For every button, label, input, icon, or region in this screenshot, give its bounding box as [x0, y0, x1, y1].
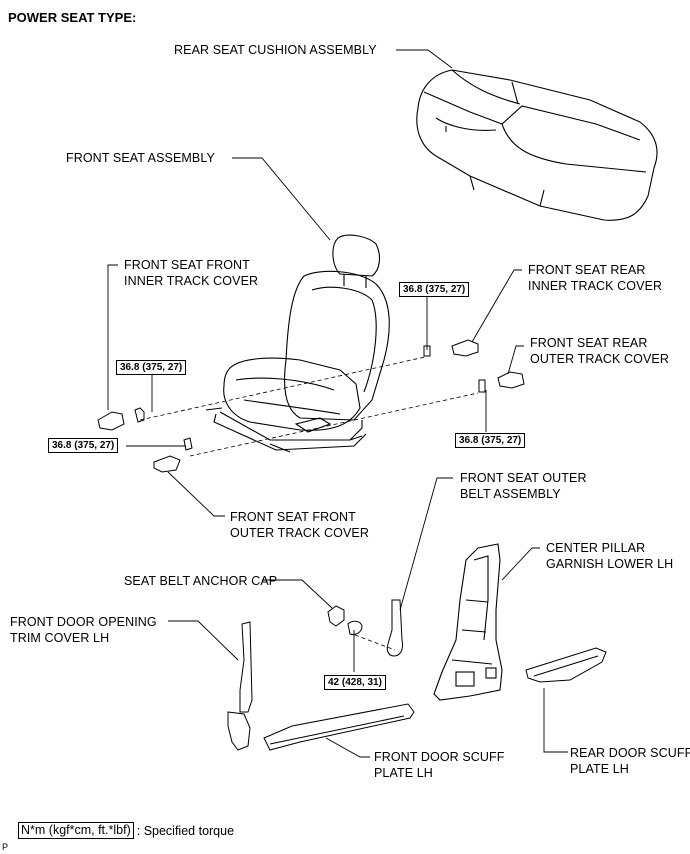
- torque-value-rear-inner-bolt: 36.8 (375, 27): [399, 282, 470, 297]
- leader-front-outer-cover: [167, 471, 225, 517]
- torque-legend: N*m (kgf*cm, ft.*lbf) : Specified torque: [18, 822, 234, 839]
- label-rear-scuff-line1: REAR DOOR SCUFF: [570, 746, 690, 760]
- leader-center-pillar: [501, 547, 540, 581]
- leader-front-scuff: [325, 737, 370, 758]
- seat-belt-drawing: [327, 599, 403, 657]
- leader-front-seat: [232, 157, 331, 241]
- label-outer-belt-line1: FRONT SEAT OUTER: [460, 471, 587, 485]
- bolt-3: [183, 437, 193, 451]
- rear-outer-track-cover-shape: [497, 371, 525, 389]
- label-front-inner-track-cover-line2: INNER TRACK COVER: [124, 274, 259, 288]
- front-outer-track-cover-shape: [153, 455, 181, 473]
- label-rear-outer-track-cover-line1: FRONT SEAT REAR: [530, 336, 648, 350]
- figure-code: P: [2, 842, 9, 852]
- leader-rear-scuff: [543, 688, 568, 753]
- label-front-scuff-line1: FRONT DOOR SCUFF: [374, 750, 505, 764]
- leader-rear-cushion: [396, 49, 453, 69]
- legend-text: : Specified torque: [136, 823, 235, 838]
- label-front-seat-assembly: FRONT SEAT ASSEMBLY: [66, 151, 215, 165]
- label-anchor-cap: SEAT BELT ANCHOR CAP: [124, 574, 278, 588]
- label-door-trim-line1: FRONT DOOR OPENING: [10, 615, 157, 629]
- label-door-trim-line2: TRIM COVER LH: [10, 631, 110, 645]
- bolt-2: [423, 345, 431, 357]
- torque-value-front-outer-bolt: 36.8 (375, 27): [48, 438, 119, 453]
- bolt-4: [478, 379, 486, 393]
- label-rear-inner-track-cover-line1: FRONT SEAT REAR: [528, 263, 646, 277]
- label-front-scuff-line2: PLATE LH: [374, 766, 433, 780]
- label-center-pillar-line2: GARNISH LOWER LH: [546, 557, 674, 571]
- scuff-plates-drawing: [263, 647, 607, 751]
- torque-value-front-inner-bolt: 36.8 (375, 27): [116, 360, 187, 375]
- leader-door-trim: [168, 620, 239, 661]
- track-covers-drawing: [97, 339, 525, 473]
- dashed-lines: [139, 356, 479, 651]
- leader-anchor-cap: [262, 579, 333, 609]
- leader-rear-outer-cover: [507, 345, 524, 375]
- front-inner-track-cover-shape: [97, 411, 125, 431]
- anchor-bolt-shape: [347, 620, 363, 635]
- label-front-inner-track-cover-line1: FRONT SEAT FRONT: [124, 258, 250, 272]
- rear-inner-track-cover-shape: [451, 339, 479, 357]
- anchor-cap-shape: [327, 605, 345, 627]
- label-rear-seat-cushion: REAR SEAT CUSHION ASSEMBLY: [174, 43, 377, 57]
- label-rear-outer-track-cover-line2: OUTER TRACK COVER: [530, 352, 669, 366]
- label-rear-inner-track-cover-line2: INNER TRACK COVER: [528, 279, 663, 293]
- leader-lines: [107, 49, 568, 758]
- label-front-outer-track-cover-line1: FRONT SEAT FRONT: [230, 510, 356, 524]
- leader-front-inner-cover: [107, 264, 118, 410]
- front-seat-drawing: [205, 234, 390, 453]
- torque-value-anchor-bolt: 42 (428, 31): [324, 675, 386, 690]
- rear-scuff-shape: [525, 647, 607, 683]
- legend-unit-box: N*m (kgf*cm, ft.*lbf): [18, 822, 134, 839]
- door-trim-drawing: [227, 621, 253, 751]
- label-front-outer-track-cover-line2: OUTER TRACK COVER: [230, 526, 369, 540]
- center-pillar-drawing: [433, 543, 503, 701]
- label-center-pillar-line1: CENTER PILLAR: [546, 541, 646, 555]
- rear-seat-cushion-drawing: [416, 69, 658, 221]
- torque-value-rear-outer-bolt: 36.8 (375, 27): [455, 433, 526, 448]
- bolt-1: [134, 407, 145, 423]
- leader-outer-belt: [399, 477, 453, 611]
- leader-rear-inner-cover: [471, 269, 522, 343]
- label-rear-scuff-line2: PLATE LH: [570, 762, 629, 776]
- label-outer-belt-line2: BELT ASSEMBLY: [460, 487, 561, 501]
- front-scuff-shape: [263, 703, 415, 751]
- page-title: POWER SEAT TYPE:: [8, 10, 137, 25]
